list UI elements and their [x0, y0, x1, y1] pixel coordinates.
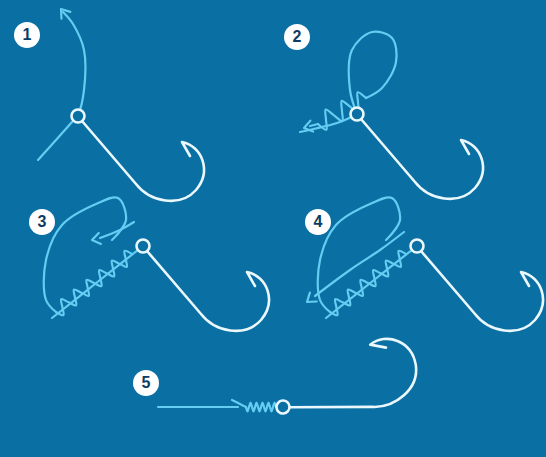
hook [137, 240, 269, 331]
fishing-line [100, 222, 134, 238]
fishing-line [232, 400, 246, 407]
hook-body [82, 121, 204, 201]
hook-eye [72, 110, 85, 123]
hook-eye [274, 398, 292, 416]
callout-number: 3 [29, 209, 55, 235]
fishing-line [44, 197, 126, 312]
hook-eye [137, 240, 150, 253]
callout-number: 2 [284, 24, 310, 50]
arrowhead [307, 293, 317, 302]
fishing-line [38, 12, 85, 160]
fishing-line [349, 32, 397, 114]
arrowhead [304, 121, 313, 132]
fishing-line [56, 251, 132, 316]
standing-line [158, 406, 238, 408]
hook [274, 307, 429, 457]
callout-number: 5 [133, 370, 159, 396]
hook-body [361, 119, 483, 199]
hook-eye [411, 240, 424, 253]
hook-body [289, 314, 429, 457]
standing-line [300, 114, 357, 132]
hook [351, 108, 483, 199]
hook [411, 240, 543, 331]
fishing-line [330, 251, 406, 316]
callout-number: 4 [305, 209, 331, 235]
hook [72, 110, 204, 201]
fishing-line [246, 403, 276, 412]
hook-body [421, 251, 543, 331]
fishing-line [318, 197, 400, 312]
arrowhead [61, 9, 70, 19]
arrowhead [92, 233, 101, 244]
standing-line [52, 246, 143, 318]
fishing-line [315, 232, 404, 296]
fishing-line [310, 124, 318, 126]
hook-body [147, 251, 269, 331]
fishing-line [318, 92, 366, 130]
hook-eye [351, 108, 364, 121]
callout-number: 1 [14, 22, 40, 48]
